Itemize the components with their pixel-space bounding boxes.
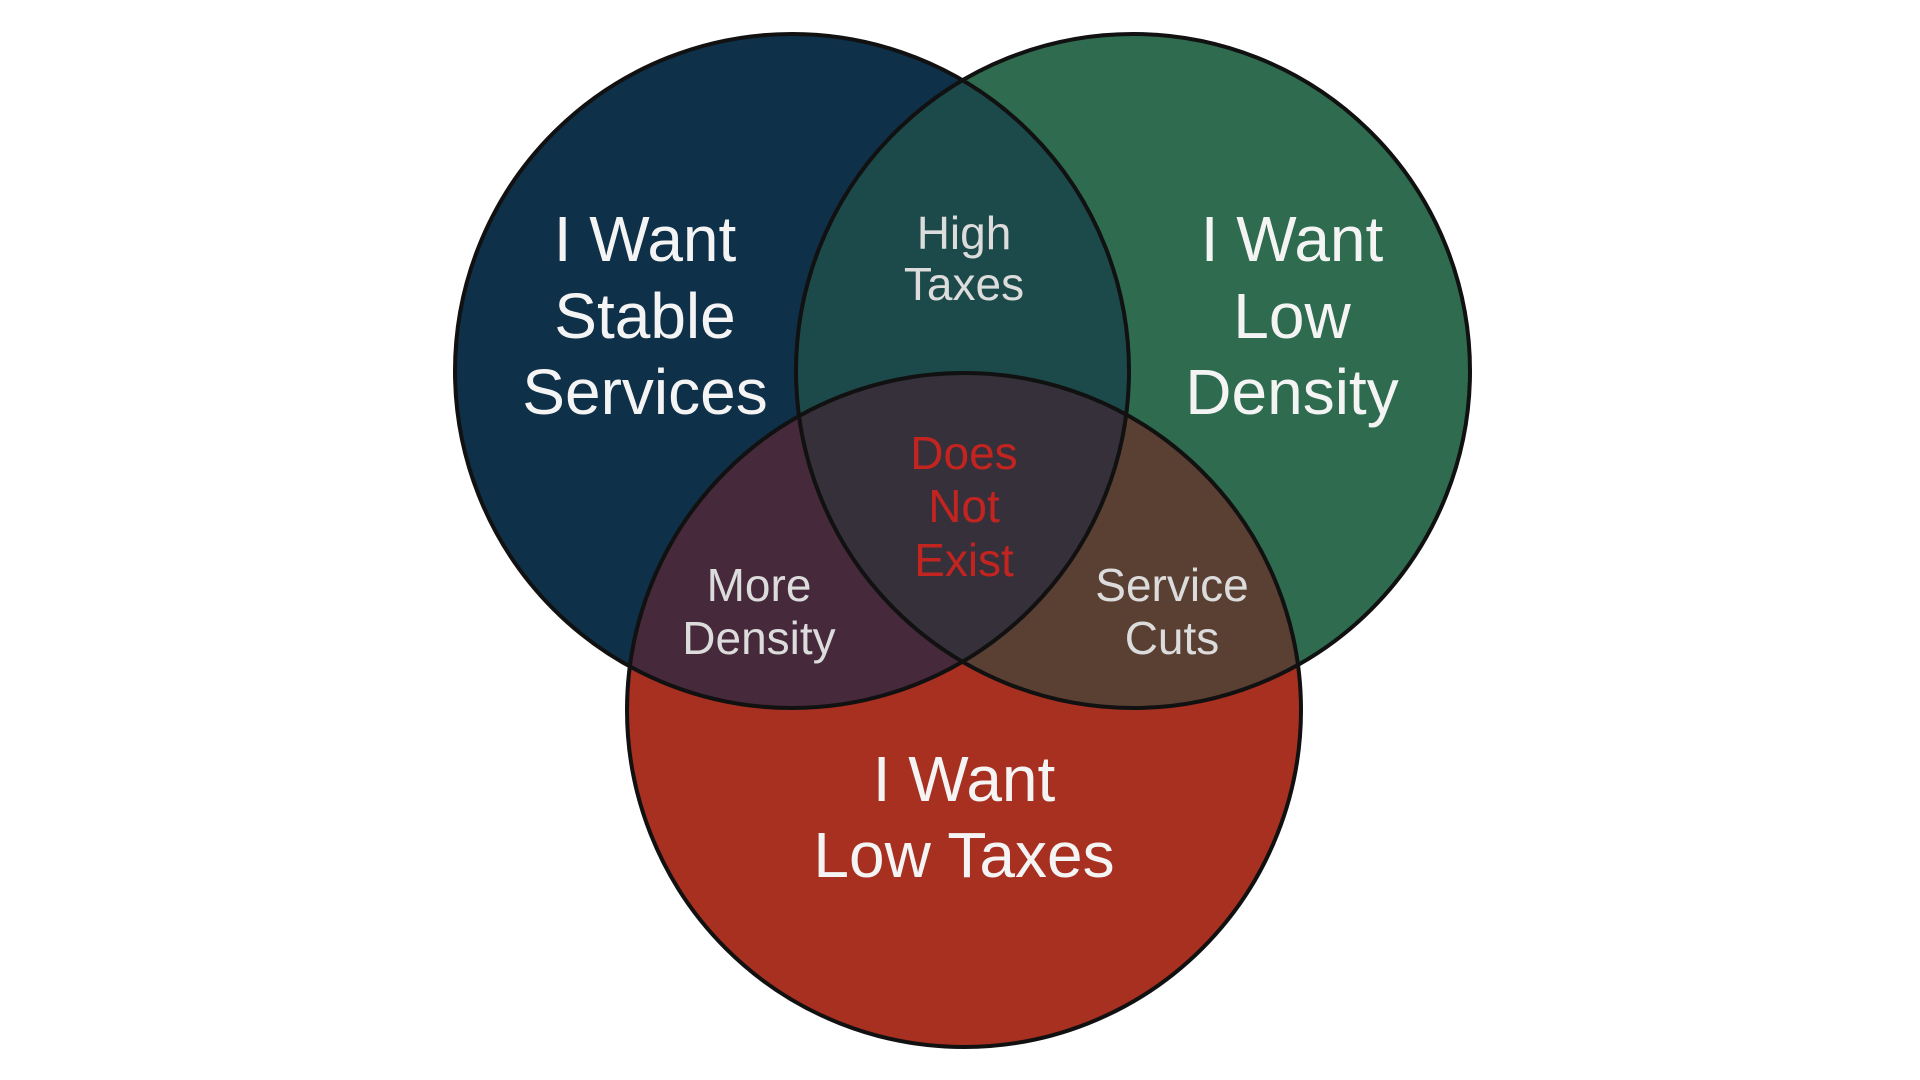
label-line: I Want <box>554 203 737 275</box>
label-line: I Want <box>873 743 1056 815</box>
label-line: Not <box>928 480 1000 532</box>
label-line: More <box>707 559 812 611</box>
circle-outlines <box>453 32 1472 1049</box>
label-service-cuts: Service Cuts <box>1095 559 1248 664</box>
label-high-taxes: High Taxes <box>904 207 1024 310</box>
label-line: Does <box>910 427 1017 479</box>
label-line: Cuts <box>1125 612 1220 664</box>
label-low-taxes: I Want Low Taxes <box>813 743 1114 891</box>
label-line: Stable <box>554 280 735 352</box>
label-line: Taxes <box>904 258 1024 310</box>
label-line: Low <box>1233 280 1351 352</box>
region-service-cuts <box>796 373 1301 708</box>
label-does-not-exist: Does Not Exist <box>910 427 1017 586</box>
label-line: Density <box>1185 356 1398 428</box>
region-more-density <box>627 373 1129 708</box>
label-line: Service <box>1095 559 1248 611</box>
label-line: Density <box>682 612 835 664</box>
label-line: Exist <box>914 534 1014 586</box>
label-line: I Want <box>1201 203 1384 275</box>
label-more-density: More Density <box>682 559 835 664</box>
label-low-density: I Want Low Density <box>1185 203 1398 428</box>
label-line: High <box>917 207 1012 259</box>
label-line: Low Taxes <box>813 819 1114 891</box>
label-line: Services <box>522 356 767 428</box>
label-stable-services: I Want Stable Services <box>522 203 767 428</box>
